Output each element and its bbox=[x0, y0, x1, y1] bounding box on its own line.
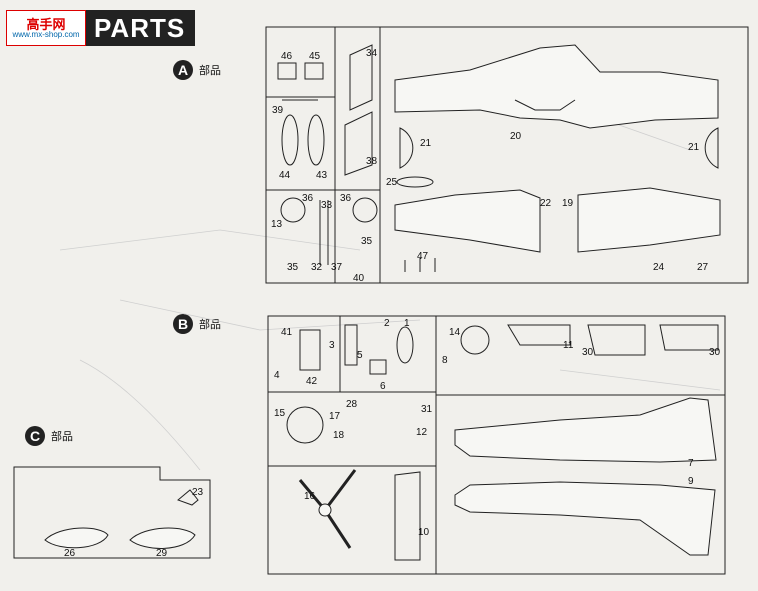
part-num: 12 bbox=[416, 427, 428, 438]
part-num: 31 bbox=[421, 404, 433, 415]
part-num: 20 bbox=[510, 131, 522, 142]
part-num: 27 bbox=[697, 262, 709, 273]
sprue-b bbox=[267, 315, 726, 575]
section-c-letter: C bbox=[25, 426, 45, 446]
part-num: 36 bbox=[302, 193, 314, 204]
part-num: 23 bbox=[192, 487, 204, 498]
logo-sub: www.mx-shop.com bbox=[12, 29, 80, 39]
part-num: 42 bbox=[306, 376, 318, 387]
part-num: 18 bbox=[333, 430, 345, 441]
part-num: 8 bbox=[442, 355, 448, 366]
background-watermark bbox=[59, 89, 721, 471]
section-c-text: 部品 bbox=[51, 431, 73, 443]
part-num: 43 bbox=[316, 170, 328, 181]
section-a-text: 部品 bbox=[199, 65, 221, 77]
part-num: 3 bbox=[329, 340, 335, 351]
part-num: 5 bbox=[357, 350, 363, 361]
part-num: 33 bbox=[321, 200, 333, 211]
section-a-letter: A bbox=[173, 60, 193, 80]
part-num: 34 bbox=[366, 48, 378, 59]
part-num: 22 bbox=[540, 198, 552, 209]
part-num: 6 bbox=[380, 381, 386, 392]
part-num: 30 bbox=[709, 347, 721, 358]
section-c-label: C 部品 bbox=[25, 426, 73, 446]
part-num: 4 bbox=[274, 370, 280, 381]
part-num: 36 bbox=[340, 193, 352, 204]
page-title: PARTS bbox=[86, 10, 196, 46]
part-num: 47 bbox=[417, 251, 429, 262]
logo-text: 高手网 bbox=[26, 16, 66, 32]
part-num: 41 bbox=[281, 327, 293, 338]
part-num: 9 bbox=[688, 476, 694, 487]
part-num: 25 bbox=[386, 177, 398, 188]
part-num: 1 bbox=[404, 318, 410, 329]
part-num: 37 bbox=[331, 262, 343, 273]
parts-header: 高手网 www.mx-shop.com PARTS bbox=[6, 10, 196, 46]
part-num: 19 bbox=[562, 198, 574, 209]
part-num: 21 bbox=[688, 142, 700, 153]
part-num: 35 bbox=[361, 236, 373, 247]
section-b-text: 部品 bbox=[199, 319, 221, 331]
part-num: 10 bbox=[418, 527, 430, 538]
section-b-label: B 部品 bbox=[173, 314, 221, 334]
part-num: 2 bbox=[384, 318, 390, 329]
part-num: 24 bbox=[653, 262, 665, 273]
part-num: 35 bbox=[287, 262, 299, 273]
part-num: 30 bbox=[582, 347, 594, 358]
part-num: 29 bbox=[156, 548, 168, 559]
part-num: 16 bbox=[304, 491, 316, 502]
part-num: 44 bbox=[279, 170, 291, 181]
part-num: 38 bbox=[366, 156, 378, 167]
sprue-a bbox=[265, 26, 749, 284]
part-num: 13 bbox=[271, 219, 283, 230]
sprue-c bbox=[13, 466, 211, 559]
part-num: 26 bbox=[64, 548, 76, 559]
part-num: 7 bbox=[688, 458, 694, 469]
part-num: 28 bbox=[346, 399, 358, 410]
part-num: 46 bbox=[281, 51, 293, 62]
part-num: 14 bbox=[449, 327, 461, 338]
part-num: 45 bbox=[309, 51, 321, 62]
part-num: 17 bbox=[329, 411, 341, 422]
part-num: 15 bbox=[274, 408, 286, 419]
section-b-letter: B bbox=[173, 314, 193, 334]
site-logo: 高手网 www.mx-shop.com bbox=[6, 10, 86, 46]
part-num: 40 bbox=[353, 273, 365, 284]
part-num: 32 bbox=[311, 262, 323, 273]
part-num: 39 bbox=[272, 105, 284, 116]
section-a-label: A 部品 bbox=[173, 60, 221, 80]
part-num: 21 bbox=[420, 138, 432, 149]
part-num: 11 bbox=[563, 340, 574, 351]
